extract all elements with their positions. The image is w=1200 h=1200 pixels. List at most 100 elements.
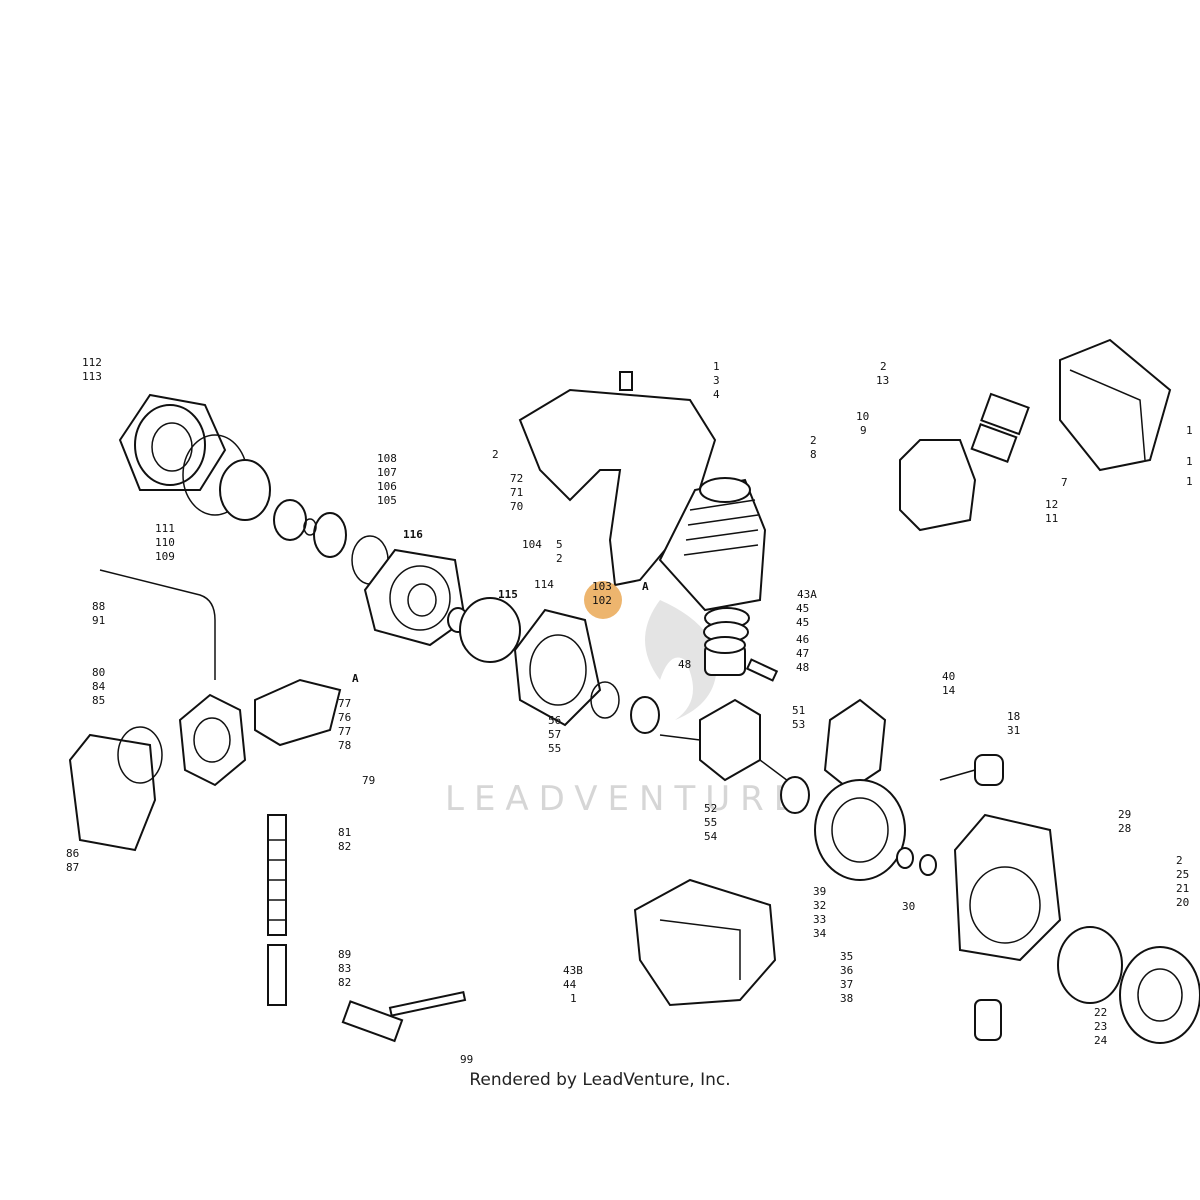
flywheel-nut-part[interactable] xyxy=(919,854,937,876)
callout-label[interactable]: 82 xyxy=(338,840,351,853)
callout-label[interactable]: 87 xyxy=(66,861,79,874)
crank-bearing-right-part[interactable] xyxy=(780,776,810,814)
callout-label[interactable]: 22 xyxy=(1094,1006,1107,1019)
callout-label[interactable]: 1 xyxy=(713,360,720,373)
callout-label[interactable]: 7 xyxy=(1061,476,1068,489)
bearing-stack-part[interactable] xyxy=(273,499,347,558)
fuel-tank-frame-part[interactable] xyxy=(518,371,717,587)
drive-shaft-part[interactable] xyxy=(267,814,287,1006)
intake-adapter-part[interactable] xyxy=(254,678,342,747)
callout-label[interactable]: 113 xyxy=(82,370,102,383)
callout-label[interactable]: 30 xyxy=(902,900,915,913)
callout-label[interactable]: 76 xyxy=(338,711,351,724)
callout-label[interactable]: 52 xyxy=(704,802,717,815)
callout-label[interactable]: 86 xyxy=(66,847,79,860)
callout-label[interactable]: 116 xyxy=(403,528,423,541)
muffler-part[interactable] xyxy=(899,392,1030,532)
callout-label[interactable]: 114 xyxy=(534,578,554,591)
callout-label[interactable]: 84 xyxy=(92,680,106,693)
callout-label[interactable]: 28 xyxy=(1118,822,1131,835)
callout-label[interactable]: 11 xyxy=(1045,512,1058,525)
callout-label[interactable]: 36 xyxy=(840,964,853,977)
callout-label[interactable]: 37 xyxy=(840,978,853,991)
callout-label[interactable]: 70 xyxy=(510,500,523,513)
flywheel-washer-part[interactable] xyxy=(896,847,914,869)
callout-label[interactable]: 10 xyxy=(856,410,869,423)
callout-label[interactable]: 111 xyxy=(155,522,175,535)
callout-label[interactable]: 2 xyxy=(810,434,817,447)
starter-handle-part[interactable] xyxy=(974,999,1002,1041)
callout-label[interactable]: 3 xyxy=(713,374,720,387)
callout-label[interactable]: 57 xyxy=(548,728,561,741)
callout-label[interactable]: 104 xyxy=(522,538,542,551)
callout-label[interactable]: 110 xyxy=(155,536,175,549)
piston-part[interactable] xyxy=(704,636,746,676)
callout-label[interactable]: 83 xyxy=(338,962,351,975)
callout-label[interactable]: 91 xyxy=(92,614,105,627)
callout-label[interactable]: 109 xyxy=(155,550,175,563)
callout-label[interactable]: 5 xyxy=(556,538,563,551)
callout-label[interactable]: 105 xyxy=(377,494,397,507)
callout-label[interactable]: 51 xyxy=(792,704,805,717)
callout-label[interactable]: 85 xyxy=(92,694,105,707)
carburetor-part[interactable] xyxy=(178,693,247,787)
callout-label[interactable]: 38 xyxy=(840,992,853,1005)
callout-label[interactable]: 106 xyxy=(377,480,397,493)
clutch-shoe-plate-part[interactable] xyxy=(459,597,521,663)
callout-label[interactable]: 21 xyxy=(1176,882,1189,895)
clutch-housing-part[interactable] xyxy=(363,548,467,647)
crank-seal-part[interactable] xyxy=(590,681,620,719)
cylinder-part[interactable] xyxy=(658,477,767,612)
callout-label[interactable]: 34 xyxy=(813,927,827,940)
crankshaft-part[interactable] xyxy=(659,698,801,791)
callout-label[interactable]: 78 xyxy=(338,739,351,752)
callout-label[interactable]: 13 xyxy=(876,374,889,387)
callout-label[interactable]: 2 xyxy=(880,360,887,373)
callout-label[interactable]: 25 xyxy=(1176,868,1189,881)
callout-label[interactable]: 2 xyxy=(492,448,499,461)
piston-pin-part[interactable] xyxy=(745,658,779,682)
callout-label[interactable]: 1 xyxy=(570,992,577,1005)
callout-label[interactable]: 32 xyxy=(813,899,826,912)
callout-label[interactable]: 107 xyxy=(377,466,397,479)
callout-label[interactable]: 82 xyxy=(338,976,351,989)
callout-label[interactable]: 77 xyxy=(338,725,351,738)
crankcase-lower-part[interactable] xyxy=(633,878,777,1007)
callout-label[interactable]: 4 xyxy=(713,388,720,401)
callout-label[interactable]: 1 xyxy=(1186,424,1193,437)
callout-label[interactable]: 18 xyxy=(1007,710,1020,723)
callout-label[interactable]: 81 xyxy=(338,826,351,839)
callout-label[interactable]: 8 xyxy=(810,448,817,461)
callout-label[interactable]: 89 xyxy=(338,948,351,961)
callout-label[interactable]: 2 xyxy=(556,552,563,565)
callout-label[interactable]: 56 xyxy=(548,714,561,727)
clutch-drum-part[interactable] xyxy=(118,393,227,491)
callout-label[interactable]: 46 xyxy=(796,633,809,646)
callout-label[interactable]: 44 xyxy=(563,978,577,991)
callout-label[interactable]: 55 xyxy=(704,816,717,829)
callout-label[interactable]: 72 xyxy=(510,472,523,485)
callout-label[interactable]: 48 xyxy=(796,661,809,674)
callout-label[interactable]: 99 xyxy=(460,1053,473,1066)
callout-label[interactable]: 88 xyxy=(92,600,105,613)
callout-label[interactable]: 9 xyxy=(860,424,867,437)
crank-bearing-part[interactable] xyxy=(630,696,660,734)
air-filter-cover-part[interactable] xyxy=(68,733,157,852)
spark-plug-boot-part[interactable] xyxy=(939,754,1004,786)
callout-label[interactable]: 71 xyxy=(510,486,523,499)
selected-part-highlight[interactable] xyxy=(584,581,622,619)
callout-label[interactable]: 53 xyxy=(792,718,805,731)
callout-label[interactable]: 31 xyxy=(1007,724,1020,737)
callout-label[interactable]: 14 xyxy=(942,684,956,697)
starter-cup-part[interactable] xyxy=(1119,946,1200,1044)
callout-label[interactable]: 23 xyxy=(1094,1020,1107,1033)
callout-label[interactable]: 54 xyxy=(704,830,718,843)
muffler-cover-part[interactable] xyxy=(1059,338,1172,472)
callout-label[interactable]: 1 xyxy=(1186,475,1193,488)
callout-label[interactable]: 55 xyxy=(548,742,561,755)
callout-label[interactable]: 43B xyxy=(563,964,583,977)
callout-label[interactable]: 12 xyxy=(1045,498,1058,511)
callout-label[interactable]: 47 xyxy=(796,647,809,660)
callout-label[interactable]: 48 xyxy=(678,658,691,671)
callout-label[interactable]: 45 xyxy=(796,602,809,615)
